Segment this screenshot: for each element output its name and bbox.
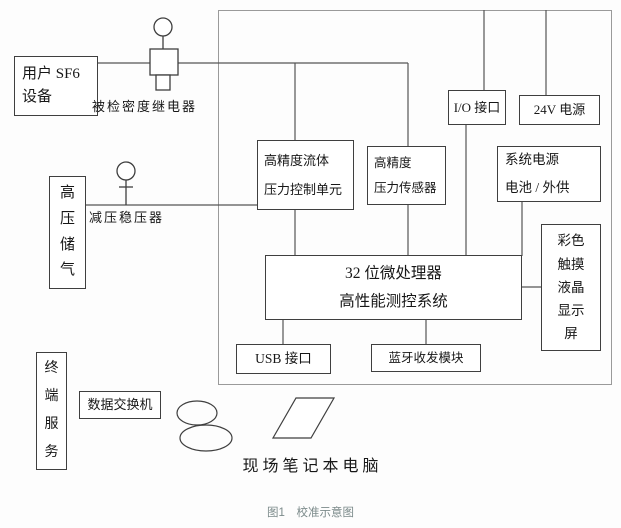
density-relay-valve-icon <box>149 17 179 91</box>
connector-lines <box>86 10 547 345</box>
main-system-enclosure <box>218 10 612 385</box>
network-cloud-icon <box>176 400 233 452</box>
node-user-sf6-device: 用户 SF6 设备 <box>14 56 98 116</box>
node-io-interface: I/O 接口 <box>448 90 506 125</box>
node-hp-gas-storage: 高 压 储 气 <box>49 176 86 289</box>
laptop-icon <box>271 397 336 439</box>
pressure-gauge-icon <box>116 161 136 205</box>
node-data-switch: 数据交换机 <box>79 391 161 419</box>
node-mcu-system: 32 位微处理器 高性能测控系统 <box>265 255 522 320</box>
node-24v-power: 24V 电源 <box>519 95 600 125</box>
node-usb-interface: USB 接口 <box>236 344 331 374</box>
node-terminal-service: 终 端 服 务 <box>36 352 67 470</box>
label-density-relay: 被检密度继电器 <box>92 99 198 114</box>
label-regulator: 减压稳压器 <box>89 210 165 225</box>
label-laptop: 现场笔记本电脑 <box>242 458 383 475</box>
node-system-power: 系统电源 电池 / 外供 <box>497 146 601 202</box>
node-pressure-control-unit: 高精度流体 压力控制单元 <box>257 140 354 210</box>
figure-caption: 图1 校准示意图 <box>267 507 354 519</box>
node-pressure-sensor: 高精度 压力传感器 <box>367 146 446 205</box>
node-bluetooth-module: 蓝牙收发模块 <box>371 344 481 372</box>
node-lcd-display: 彩色 触摸 液晶 显示 屏 <box>541 224 601 351</box>
